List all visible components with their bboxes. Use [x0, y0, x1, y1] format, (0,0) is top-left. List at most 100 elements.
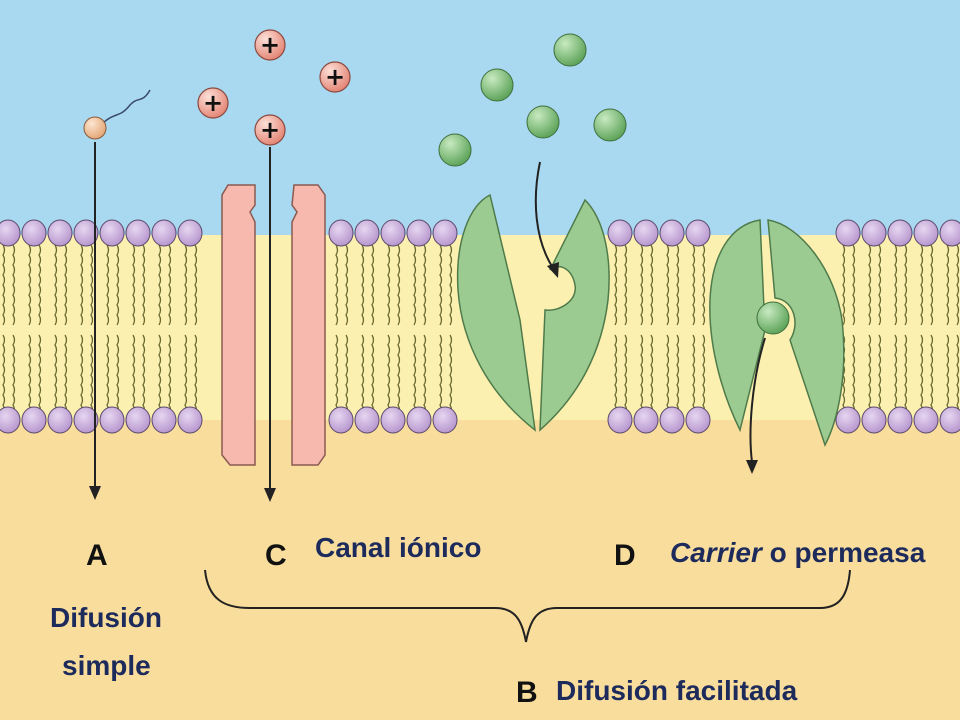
lipid-head: [861, 406, 887, 434]
label-ion-channel: Canal iónico: [315, 532, 481, 563]
lipid-head: [939, 219, 960, 247]
arrowhead-icon: [264, 488, 276, 502]
lipid-head: [21, 406, 47, 434]
lipid-head: [685, 406, 711, 434]
lipid-head: [99, 219, 125, 247]
lipid-tail: [956, 244, 960, 326]
label-carrier-rest: o permeasa: [762, 537, 926, 568]
lipid-head: [607, 219, 633, 247]
lipid-tail: [439, 244, 443, 326]
lipid-head: [861, 219, 887, 247]
lipid-tail: [413, 244, 417, 326]
lipid-tail: [692, 244, 696, 326]
solute-molecule: [526, 105, 560, 139]
lipid-tail: [335, 334, 339, 416]
arrowhead-icon: [746, 460, 758, 474]
lipid-tail: [12, 334, 16, 416]
label-b: B: [516, 676, 538, 709]
lipid-head: [913, 219, 939, 247]
lipid-head: [835, 406, 861, 434]
plus-icon: +: [203, 89, 223, 117]
facilitated-diffusion-brace: [204, 569, 851, 643]
ion: +: [319, 61, 351, 93]
lipid-tail: [90, 334, 94, 416]
ion: +: [254, 29, 286, 61]
lipid-tail: [702, 334, 706, 416]
lipid-tail: [90, 244, 94, 326]
lipid-head: [0, 406, 21, 434]
lipid-tail: [439, 334, 443, 416]
lipid-tail: [852, 244, 856, 326]
lipid-head: [47, 406, 73, 434]
lipid-head: [328, 219, 354, 247]
carrier-subunit-right: [539, 198, 610, 432]
carrier-subunit-left: [456, 193, 536, 432]
lipid-head: [177, 406, 203, 434]
lipid-tail: [956, 334, 960, 416]
lipid-tail: [624, 244, 628, 326]
lipid-tail: [345, 244, 349, 326]
lipid-tail: [132, 244, 136, 326]
lipid-tail: [142, 334, 146, 416]
lipid-head: [685, 219, 711, 247]
lipid-tail: [361, 244, 365, 326]
lipid-tail: [142, 244, 146, 326]
lipid-tail: [80, 244, 84, 326]
lipid-head: [633, 219, 659, 247]
ion-circle: [319, 61, 351, 93]
lipid-tail: [106, 334, 110, 416]
lipid-head: [607, 406, 633, 434]
lipid-tail: [449, 334, 453, 416]
lipid-tail: [106, 244, 110, 326]
lipid-tail: [397, 334, 401, 416]
plus-icon: +: [260, 116, 280, 144]
lipid-tail: [397, 244, 401, 326]
lipid-tail: [904, 334, 908, 416]
lipid-tail: [878, 334, 882, 416]
lipid-tail: [920, 334, 924, 416]
lipid-tail: [387, 244, 391, 326]
lipid-tail: [878, 244, 882, 326]
arrow-solute-release: [749, 337, 766, 463]
lipid-tail: [64, 334, 68, 416]
ion-circle: [254, 29, 286, 61]
lipid-head: [99, 406, 125, 434]
lipid-tail: [2, 334, 6, 416]
lipid-head: [659, 406, 685, 434]
arrowhead-icon: [547, 262, 559, 278]
label-facilitated-diffusion: Difusión facilitada: [556, 675, 798, 706]
lipid-tail: [158, 334, 162, 416]
lipid-tail: [930, 334, 934, 416]
ions: + + + +: [197, 29, 351, 146]
channel-protein-left: [221, 184, 256, 466]
lipid-tail: [624, 334, 628, 416]
lipid-head: [0, 219, 21, 247]
lipid-tail: [38, 334, 42, 416]
lipid-head: [47, 219, 73, 247]
lipid-tail: [413, 334, 417, 416]
ion: +: [254, 114, 286, 146]
lipid-head: [633, 406, 659, 434]
lipid-tail: [28, 244, 32, 326]
ion-circle: [254, 114, 286, 146]
lipid-tail: [116, 334, 120, 416]
lipid-tail: [168, 244, 172, 326]
ion-channel: [221, 184, 326, 466]
arrow-solute-to-carrier: [534, 161, 554, 269]
lipid-head: [73, 219, 99, 247]
carrier-protein-open-inward: [709, 219, 845, 447]
lipid-tail: [614, 244, 618, 326]
lipid-tail: [194, 334, 198, 416]
label-simple-diffusion-line2: simple: [62, 650, 151, 681]
lipid-tail: [116, 244, 120, 326]
lipid-tail: [650, 244, 654, 326]
lipid-tail: [640, 334, 644, 416]
molecule-tail: [102, 89, 151, 124]
lipid-head: [151, 219, 177, 247]
lipid-head: [125, 406, 151, 434]
lipid-tail: [64, 244, 68, 326]
lipid-tail: [184, 334, 188, 416]
lipid-tail: [676, 244, 680, 326]
lipid-tail: [335, 244, 339, 326]
lipid-head: [887, 406, 913, 434]
